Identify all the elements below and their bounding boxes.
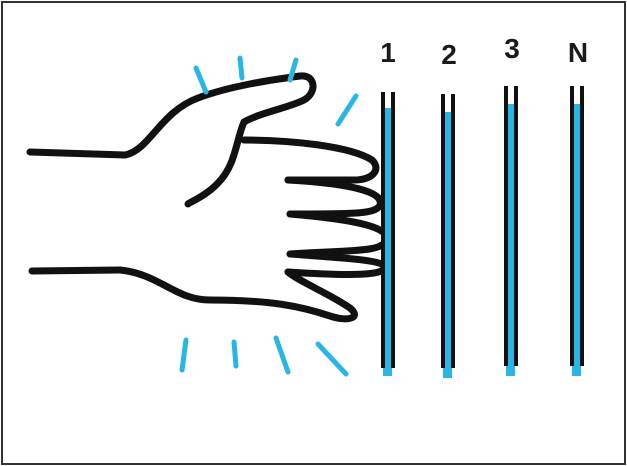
wrist-lower-line xyxy=(32,270,120,271)
ray-bottom-2 xyxy=(234,342,236,366)
tube-3 xyxy=(506,86,516,376)
tube-label-3: 3 xyxy=(504,33,520,64)
tube-n xyxy=(572,86,582,376)
ray-top-2 xyxy=(240,58,242,78)
tube-label-2: 2 xyxy=(441,39,457,70)
tube-label-1: 1 xyxy=(380,37,396,68)
wrist-upper-line xyxy=(30,152,125,155)
tube-2 xyxy=(443,94,453,378)
tube-1 xyxy=(383,92,393,376)
tube-label-n: N xyxy=(568,37,588,68)
